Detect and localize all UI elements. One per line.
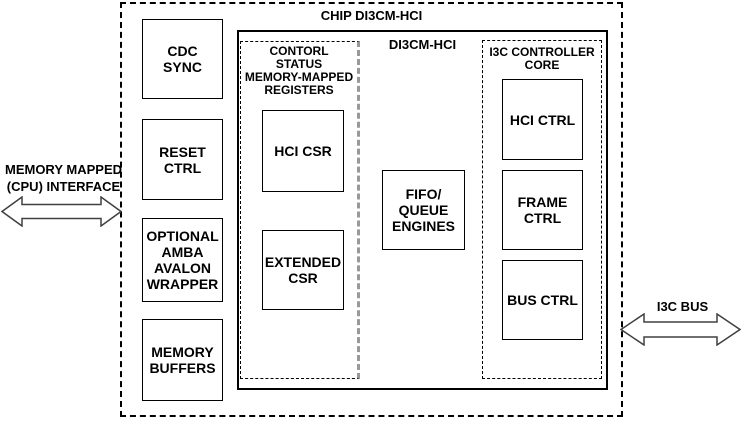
- block-frame-ctrl: FRAME CTRL: [502, 170, 583, 250]
- i3c-bus-label: I3C BUS: [656, 299, 709, 314]
- chip-boundary-box: [120, 2, 623, 417]
- cpu-interface-arrow: [1, 196, 122, 227]
- di3cm-hci-module-box: [237, 30, 608, 390]
- i3c-bus-arrow: [620, 313, 741, 346]
- double-arrow-icon: [620, 313, 741, 346]
- block-extended-csr: EXTENDED CSR: [262, 230, 344, 310]
- csr-registers-group-title: CONTORL STATUS MEMORY-MAPPED REGISTERS: [244, 44, 354, 97]
- double-arrow-icon: [1, 196, 122, 227]
- block-reset-ctrl: RESET CTRL: [142, 119, 223, 200]
- block-bus-ctrl: BUS CTRL: [502, 260, 583, 340]
- block-hci-ctrl: HCI CTRL: [502, 79, 583, 160]
- csr-registers-group-box: [240, 41, 360, 379]
- block-fifo-queue-engines: FIFO/ QUEUE ENGINES: [382, 170, 465, 250]
- chip-title: CHIP DI3CM-HCI: [320, 8, 423, 23]
- i3c-controller-core-group-box: [482, 40, 602, 379]
- di3cm-hci-title: DI3CM-HCI: [388, 37, 457, 52]
- block-amba-avalon-wrapper: OPTIONAL AMBA AVALON WRAPPER: [142, 218, 223, 302]
- block-hci-csr: HCI CSR: [262, 110, 344, 192]
- block-memory-buffers: MEMORY BUFFERS: [142, 319, 223, 401]
- block-cdc-sync: CDC SYNC: [142, 19, 223, 99]
- i3c-controller-core-title: I3C CONTROLLER CORE: [489, 45, 595, 72]
- cpu-interface-label: MEMORY MAPPED (CPU) INTERFACE: [4, 162, 122, 194]
